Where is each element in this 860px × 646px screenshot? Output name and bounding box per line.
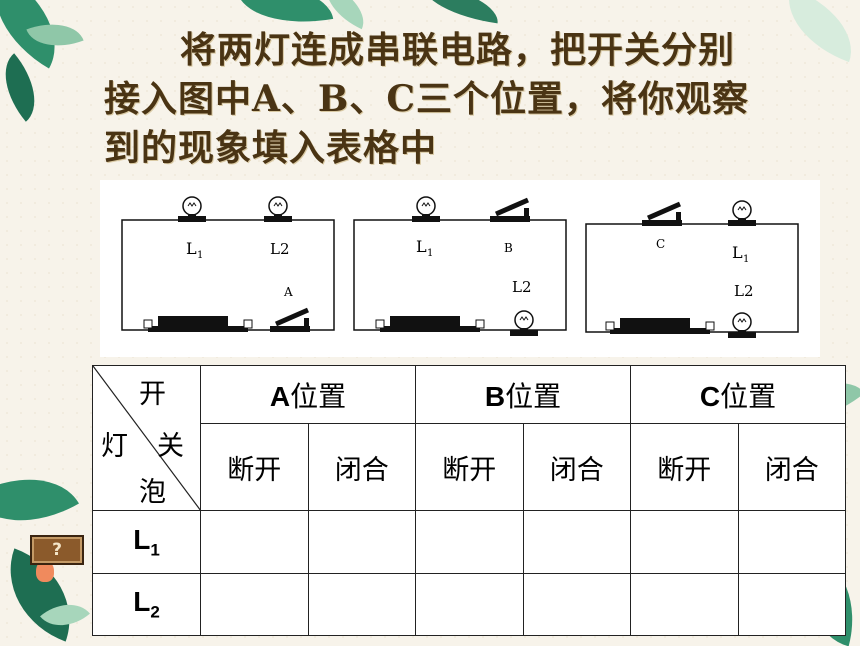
header-position-c: C位置: [630, 365, 846, 424]
help-button[interactable]: ?: [30, 535, 84, 565]
answer-cell[interactable]: [415, 573, 524, 636]
observation-table: 开 关 灯 泡 A位置 B位置 C位置 断开 闭合 断开 闭合 断开 闭合 L1…: [92, 365, 846, 636]
label-l1-sub: 1: [427, 248, 433, 259]
label-l2: L2: [512, 278, 532, 296]
answer-cell[interactable]: [522, 510, 631, 574]
answer-cell[interactable]: [630, 510, 739, 574]
instruction-text: 将两灯连成串联电路，把开关分别 接入图中A、B、C三个位置，将你观察 到的现象填…: [104, 26, 844, 173]
state-closed: 闭合: [737, 423, 846, 511]
state-open: 断开: [415, 423, 524, 511]
corner-lamp-top: 灯: [101, 431, 128, 462]
answer-cell[interactable]: [307, 573, 416, 636]
corner-lamp-bottom: 泡: [139, 477, 166, 508]
label-switch-a: A: [283, 285, 293, 299]
corner-switch-bottom: 关: [157, 431, 184, 462]
answer-cell[interactable]: [737, 510, 846, 574]
label-switch-b: B: [504, 241, 513, 255]
answer-cell[interactable]: [200, 510, 309, 574]
corner-switch-top: 开: [139, 379, 166, 410]
answer-cell[interactable]: [307, 510, 416, 574]
answer-cell[interactable]: [415, 510, 524, 574]
label-l1-sub: 1: [743, 254, 749, 265]
answer-cell[interactable]: [200, 573, 309, 636]
label-l1: L: [732, 243, 743, 262]
row-label-l1: L1: [92, 510, 201, 574]
corner-header-cell: 开 关 灯 泡: [92, 365, 201, 511]
diagonal-line: [93, 366, 201, 511]
state-closed: 闭合: [522, 423, 631, 511]
state-open: 断开: [630, 423, 739, 511]
instruction-line-3: 到的现象填入表格中: [104, 127, 438, 169]
label-l1: L: [186, 239, 197, 258]
answer-cell[interactable]: [737, 573, 846, 636]
state-open: 断开: [200, 423, 309, 511]
answer-cell[interactable]: [630, 573, 739, 636]
instruction-line-2: 接入图中A、B、C三个位置，将你观察: [104, 78, 750, 120]
label-l1: L: [416, 237, 427, 256]
row-label-l2: L2: [92, 573, 201, 636]
header-position-a: A位置: [200, 365, 416, 424]
table-row: L1: [92, 510, 846, 574]
circuit-c: C L 1 L2: [585, 200, 799, 339]
state-closed: 闭合: [307, 423, 416, 511]
label-l2: L2: [270, 240, 290, 258]
table-row: L2: [92, 573, 846, 636]
circuit-diagrams-svg: L 1 L2 A L 1 B L2 C L 1 L2: [121, 196, 799, 339]
circuit-b: L 1 B L2: [353, 196, 567, 337]
answer-cell[interactable]: [522, 573, 631, 636]
label-l1-sub: 1: [197, 250, 203, 261]
instruction-line-1: 将两灯连成串联电路，把开关分别: [180, 29, 736, 71]
circuit-diagrams: L 1 L2 A L 1 B L2 C L 1 L2: [100, 180, 820, 357]
header-position-b: B位置: [415, 365, 631, 424]
label-l2: L2: [734, 282, 754, 300]
circuit-a: L 1 L2 A: [121, 196, 335, 332]
label-switch-c: C: [656, 237, 665, 251]
